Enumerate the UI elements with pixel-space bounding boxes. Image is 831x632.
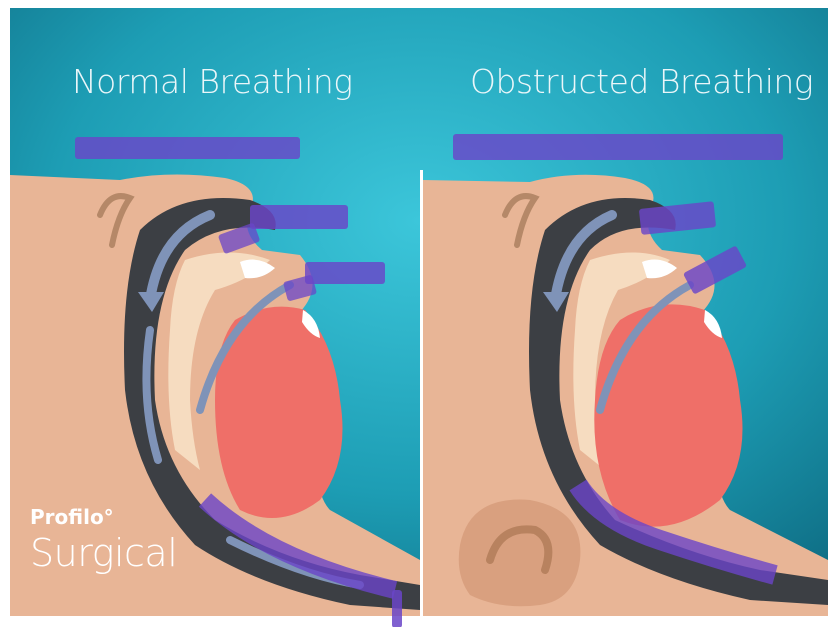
annotation-marker — [250, 205, 348, 229]
panel-divider — [420, 170, 423, 616]
panel-title-normal: Normal Breathing — [72, 62, 353, 101]
brand-logo: Profilo° Surgical — [30, 505, 177, 575]
brand-subtitle: Surgical — [30, 531, 177, 575]
annotation-marker — [305, 262, 385, 284]
annotation-marker — [453, 134, 783, 160]
annotation-marker — [75, 137, 300, 159]
brand-name: Profilo° — [30, 505, 177, 529]
panel-title-obstructed: Obstructed Breathing — [470, 62, 813, 101]
right-ear — [459, 500, 581, 607]
annotation-marker — [392, 590, 402, 627]
right-tongue — [594, 304, 742, 526]
